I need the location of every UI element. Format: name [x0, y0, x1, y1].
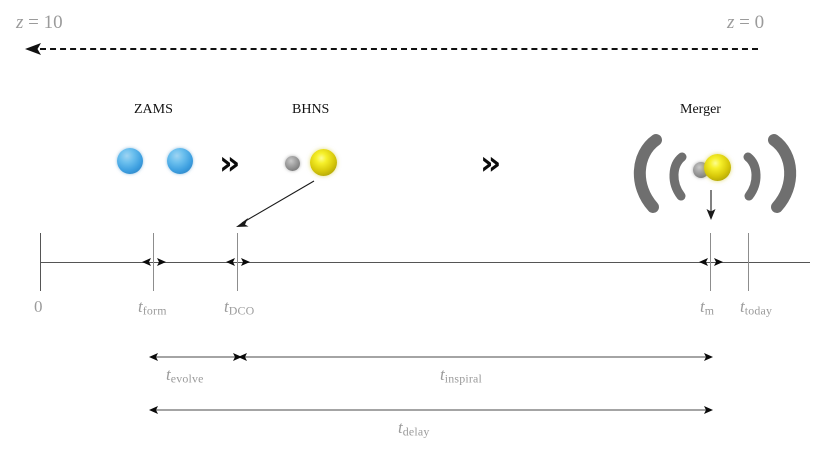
redshift-right-label: z = 0 [727, 13, 764, 32]
redshift-left-value: 10 [43, 12, 63, 33]
tick-tform [153, 233, 155, 291]
redshift-right-eq: = [739, 12, 750, 33]
tick-tm [710, 233, 712, 291]
interval-label-tinspiral: tinspiral [440, 366, 482, 386]
redshift-left-label: z = 10 [16, 13, 63, 32]
interval-label-tevolve-sub: evolve [170, 371, 204, 386]
tick-arrowheads-tdco [226, 258, 250, 266]
interval-label-tevolve: tevolve [166, 366, 204, 386]
tick-label-zero: 0 [34, 297, 43, 316]
interval-arrow-tinspiral [238, 353, 713, 361]
tick-arrowheads-tm [699, 258, 723, 266]
redshift-left-var: z [16, 12, 24, 33]
bhns-neutron-star [310, 149, 337, 176]
tick-label-ttoday-var: t [740, 297, 745, 316]
tick-label-tform-sub: form [142, 303, 167, 318]
bhns-black-hole [285, 156, 300, 171]
zams-star-primary [117, 148, 143, 174]
interval-label-tinspiral-var: t [440, 365, 445, 384]
tick-label-tform: tform [138, 298, 167, 318]
tick-label-ttoday: ttoday [740, 298, 772, 318]
interval-label-tinspiral-sub: inspiral [444, 371, 483, 386]
tick-label-tm: tm [700, 298, 714, 318]
stage-label-merger: Merger [680, 102, 721, 117]
merger-neutron-star [704, 154, 731, 181]
redshift-arrowhead-icon [25, 43, 41, 55]
redshift-right-value: 0 [754, 12, 765, 33]
stage-label-bhns: BHNS [292, 102, 330, 117]
tick-tdco [237, 233, 239, 291]
interval-label-tdelay-var: t [398, 418, 403, 437]
tick-label-tdco-var: t [224, 297, 229, 316]
zams-star-secondary [167, 148, 193, 174]
merger-to-tm-pointer [706, 190, 716, 220]
transition-chevron-bhns-to-merger: » [480, 143, 501, 182]
interval-arrow-tdelay [149, 406, 713, 414]
interval-label-tevolve-var: t [166, 365, 171, 384]
redshift-right-var: z [727, 12, 735, 33]
transition-chevron-zams-to-bhns: » [219, 143, 240, 182]
tick-label-ttoday-sub: today [744, 303, 773, 318]
tick-arrowheads-tform [142, 258, 166, 266]
tick-label-tform-var: t [138, 297, 143, 316]
tick-label-tm-sub: m [704, 303, 715, 318]
redshift-left-eq: = [28, 12, 39, 33]
stage-label-zams: ZAMS [134, 102, 173, 117]
gravitational-wave-arcs [633, 134, 797, 213]
tick-zero [40, 233, 42, 291]
bhns-to-dco-pointer [236, 180, 315, 227]
time-axis-line [40, 262, 810, 263]
interval-label-tdelay: tdelay [398, 419, 429, 439]
interval-arrow-tevolve [149, 353, 242, 361]
interval-label-tdelay-sub: delay [402, 424, 430, 439]
tick-ttoday [748, 233, 750, 291]
tick-label-tm-var: t [700, 297, 705, 316]
tick-label-tdco: tDCO [224, 298, 254, 318]
tick-label-tdco-sub: DCO [228, 303, 255, 318]
redshift-dashed-line [40, 48, 758, 50]
